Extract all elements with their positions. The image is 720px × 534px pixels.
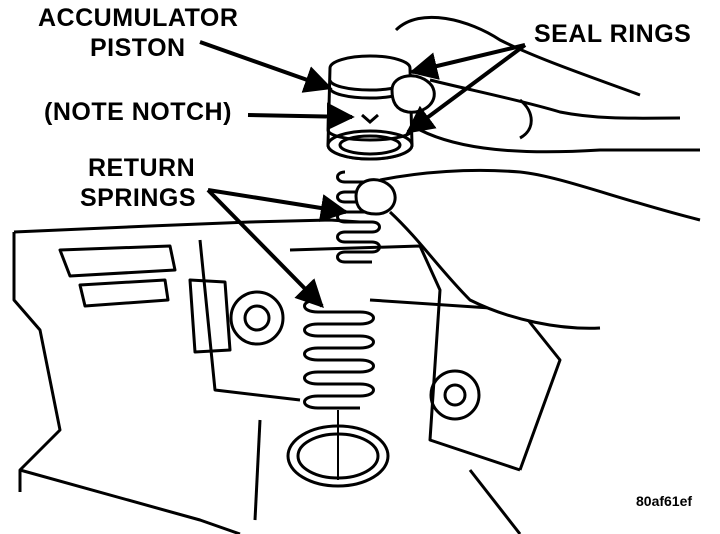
arrow-seal-ring-upper: [409, 43, 526, 80]
return-spring-lower: [303, 298, 375, 410]
arrow-seal-ring-lower: [405, 43, 527, 134]
arrow-return-spring-upper: [207, 188, 349, 222]
seal-rings-label: SEAL RINGS: [534, 20, 692, 48]
leader-arrows: [199, 40, 527, 308]
arrow-return-spring-lower: [206, 188, 324, 308]
note-notch-label: (NOTE NOTCH): [44, 98, 232, 126]
accumulator-piston-label-line2: PISTON: [90, 34, 186, 62]
return-springs-label-line2: SPRINGS: [80, 184, 197, 212]
return-springs-label-line1: RETURN: [88, 154, 196, 182]
arrow-note-notch: [247, 102, 355, 131]
figure-code: 80af61ef: [636, 493, 693, 509]
valve-body-casting: [12, 218, 562, 534]
arrow-accumulator-piston: [199, 40, 333, 93]
accumulator-piston-label-line1: ACCUMULATOR: [38, 4, 239, 32]
hand: [354, 15, 701, 330]
